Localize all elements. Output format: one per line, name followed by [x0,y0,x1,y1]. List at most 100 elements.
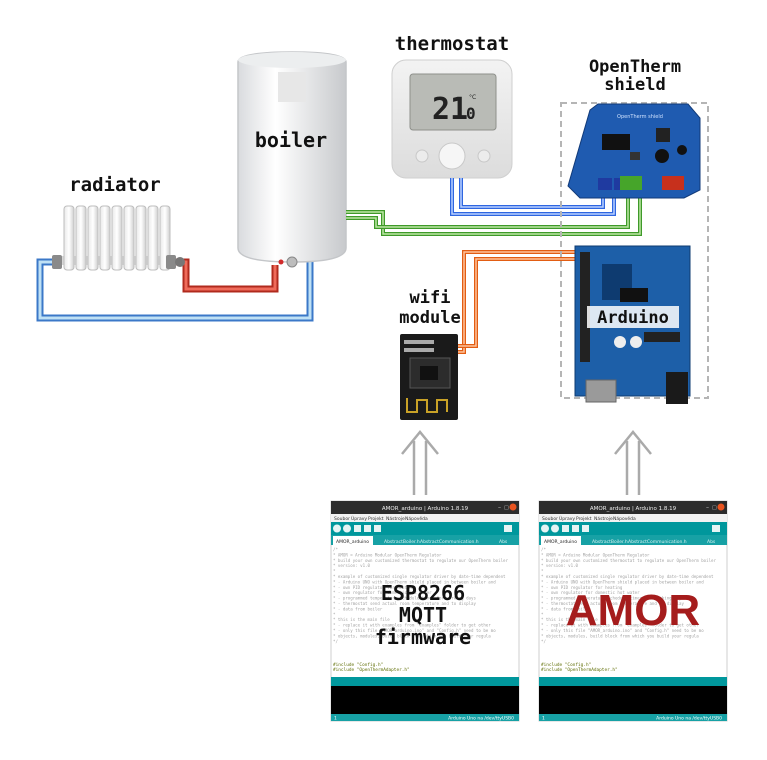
ide-right-include-2: #include "OpenThermAdapter.h" [541,667,618,673]
svg-text:OpenTherm shield: OpenTherm shield [617,114,663,120]
ide-left-tab-more[interactable]: Abs [499,539,508,545]
arduino-label: Arduino [597,308,669,328]
ide-right-save-icon[interactable] [582,525,589,532]
code-line: * - only this file "AMOR_arduino.ino" an… [333,628,496,633]
ide-right-menu-help[interactable]: Nápověda [613,515,636,522]
ide-right-tab-communication[interactable]: AbstractCommunication.h [628,539,687,545]
code-line: /* [333,547,338,552]
ide-left-tab-main[interactable] [333,536,373,545]
ide-right-message-bar [539,677,727,686]
code-line: * - own regulator for domestic hot water [333,590,432,595]
ide-left-menu-edit[interactable]: Úpravy [351,515,367,522]
code-line: * example of customized single regulator… [333,574,506,579]
ide-left-menu-file[interactable]: Soubor [334,516,350,522]
ide-right-upload-icon[interactable] [551,524,559,533]
code-line: * - Arduino UNO with OpenTherm shield pl… [541,579,704,584]
boiler-dial-icon [286,256,298,268]
amor-overlay: AMOR [566,586,700,635]
svg-text:–: – [498,504,501,511]
ide-right-new-icon[interactable] [562,525,569,532]
code-line: * [541,612,544,617]
ide-left-menu-tools[interactable]: Nástroje [386,515,405,522]
ide-right-menu-tools[interactable]: Nástroje [594,515,613,522]
code-line: * version: v1.0 [541,563,579,568]
ide-right-console [539,686,727,714]
code-line: * - replace it with examples from "examp… [333,623,491,628]
code-line: * - thermostat send actual room temperat… [541,601,684,606]
ide-right-tab-main-label: AMOR_arduino [544,539,577,545]
ide-right-titlebar [539,501,727,514]
ide-left-tab-main-label: AMOR_arduino [336,539,369,545]
ide-left-include-2: #include "OpenThermAdapter.h" [333,667,410,673]
ide-left-upload-icon[interactable] [343,524,351,533]
ide-right-verify-icon[interactable] [541,524,549,533]
thermostat: 21 0 °C [391,59,513,179]
opentherm-label-line2: shield [604,75,665,95]
code-line: * - own regulator for domestic hot water [541,590,640,595]
code-line: * - own PID regulator for heating [333,585,415,590]
ide-right-menu-sketch[interactable]: Projekt [576,516,592,522]
ide-right-tab-boiler[interactable]: AbstractBoiler.h [592,539,628,545]
code-line: * build your own customized thermostat t… [333,558,509,563]
code-line: * - programmed temperature schedule time… [333,596,476,601]
ide-left-close-icon[interactable] [509,503,517,511]
ide-window-left: AMOR_arduino | Arduino 1.8.19 – □ Soubor… [330,500,520,722]
ide-left-title: AMOR_arduino | Arduino 1.8.19 [382,506,469,512]
ide-left-include-1: #include "Config.h" [333,662,383,668]
code-line: * - data from boiler [541,606,591,611]
ide-right-close-icon[interactable] [717,503,725,511]
opentherm-label-line1: OpenTherm [589,57,681,77]
ide-left-titlebar [331,501,519,514]
code-line: * objects, modules, build block from whi… [333,633,491,638]
code-line: */ [333,639,338,644]
code-line: * [333,569,336,574]
thermostat-unit: °C [469,94,476,101]
hardware-stack-outline [560,102,709,399]
ide-right-include-1: #include "Config.h" [541,662,591,668]
ide-left-tab-boiler[interactable]: AbstractBoiler.h [384,539,420,545]
code-line: * this is the main file [541,617,598,622]
ide-right-tab-more[interactable]: Abs [707,539,716,545]
arduino-label-box [587,306,679,328]
code-line: * version: v1.0 [333,563,371,568]
ide-left-statusbar [331,714,519,721]
thermostat-label: thermostat [395,33,509,55]
ide-right-tab-main[interactable] [541,536,581,545]
radiator-fins [63,205,171,271]
ide-left-verify-icon[interactable] [333,524,341,533]
ide-left-menu-help[interactable]: Nápověda [405,515,428,522]
code-line: * - replace it with examples from "examp… [541,623,699,628]
boiler-label: boiler [255,128,327,152]
code-line: * - data from boiler [333,606,383,611]
ide-right-menu-file[interactable]: Soubor [542,516,558,522]
ide-left-status-board: Arduino Uno na /dev/ttyUSB0 [448,716,514,722]
ide-left-new-icon[interactable] [354,525,361,532]
ide-left-open-icon[interactable] [364,525,371,532]
svg-text:□: □ [712,505,717,511]
thermostat-decimal: 0 [466,104,476,123]
ide-left-code: /* * AMOR = Arduino Modular OpenTherm Re… [333,547,509,644]
ide-right-status-line: 1 [542,716,545,722]
ide-window-right: AMOR_arduino | Arduino 1.8.19 – □ Soubor… [538,500,728,722]
upload-arrow-left [401,430,439,495]
ide-left-tab-communication[interactable]: AbstractCommunication.h [420,539,479,545]
thermostat-right-button-icon [477,149,491,163]
wifi-label-line2: module [399,308,460,328]
boiler [237,51,347,268]
ide-left-save-icon[interactable] [374,525,381,532]
ide-left-serial-monitor-icon[interactable] [504,525,512,532]
thermostat-temperature: 21 [432,92,468,127]
ide-right-menu-edit[interactable]: Úpravy [559,515,575,522]
ide-right-statusbar [539,714,727,721]
thermostat-left-button-icon [415,149,429,163]
code-line: * this is the main file [333,617,390,622]
ide-right-open-icon[interactable] [572,525,579,532]
svg-text:–: – [706,504,709,511]
ide-left-menu-sketch[interactable]: Projekt [368,516,384,522]
svg-text:□: □ [504,505,509,511]
ide-right-serial-monitor-icon[interactable] [712,525,720,532]
opentherm-shield: OpenTherm shield [567,103,701,199]
ide-left-message-bar [331,677,519,686]
code-line: * [333,612,336,617]
